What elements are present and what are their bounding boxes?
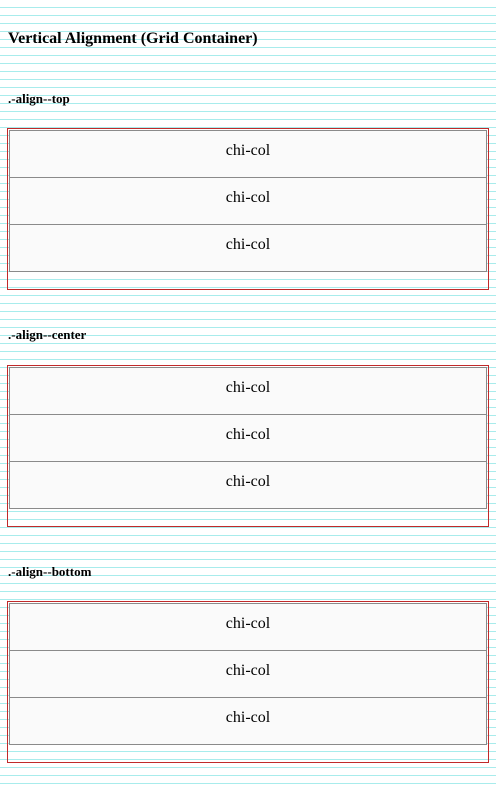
grid-container-align-center: chi-col chi-col chi-col xyxy=(7,365,489,527)
page-title: Vertical Alignment (Grid Container) xyxy=(8,30,258,47)
grid-column: chi-col xyxy=(9,461,487,509)
grid-column: chi-col xyxy=(9,650,487,698)
grid-column: chi-col xyxy=(9,603,487,651)
grid-column: chi-col xyxy=(9,130,487,178)
section-label-align-top: .-align--top xyxy=(8,91,70,106)
grid-column: chi-col xyxy=(9,414,487,462)
grid-container-align-top: chi-col chi-col chi-col xyxy=(7,128,489,290)
grid-column: chi-col xyxy=(9,367,487,415)
grid-column: chi-col xyxy=(9,177,487,225)
grid-container-align-bottom: chi-col chi-col chi-col xyxy=(7,601,489,763)
section-label-align-bottom: .-align--bottom xyxy=(8,564,92,579)
grid-column: chi-col xyxy=(9,697,487,745)
grid-column: chi-col xyxy=(9,224,487,272)
section-label-align-center: .-align--center xyxy=(8,327,87,342)
